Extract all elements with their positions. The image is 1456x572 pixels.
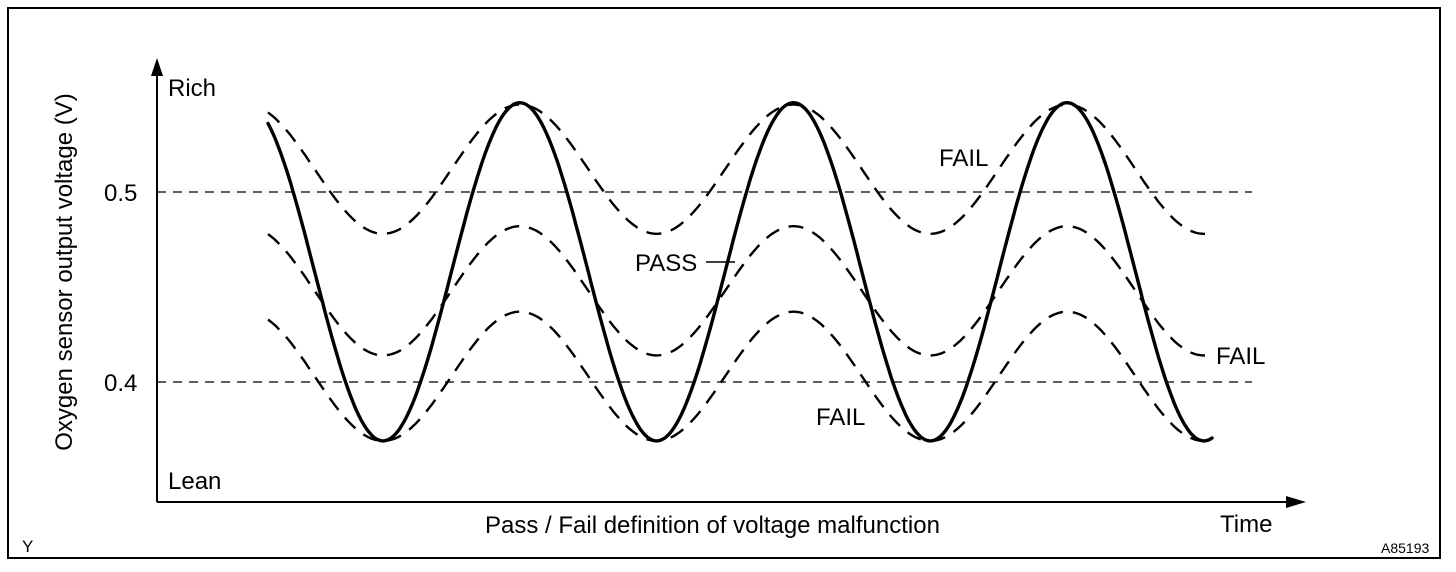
lean-label: Lean bbox=[168, 468, 222, 495]
rich-label: Rich bbox=[168, 75, 217, 102]
fail-label-lower: FAIL bbox=[816, 404, 866, 431]
series-line-0 bbox=[266, 100, 1214, 443]
x-axis-arrow bbox=[1286, 496, 1306, 508]
series-line-1 bbox=[267, 103, 1213, 236]
y-tick-label-0-4: 0.4 bbox=[104, 370, 138, 397]
chart-caption: Pass / Fail definition of voltage malfun… bbox=[485, 512, 940, 539]
y-axis-label: Oxygen sensor output voltage (V) bbox=[51, 93, 78, 451]
figure-id: A85193 bbox=[1381, 540, 1430, 556]
corner-marker: Y bbox=[22, 537, 34, 556]
y-tick-label-0-5: 0.5 bbox=[104, 180, 138, 207]
y-axis-arrow bbox=[151, 58, 163, 76]
fail-label-upper: FAIL bbox=[939, 145, 989, 172]
x-axis-label: Time bbox=[1220, 511, 1273, 538]
pass-label: PASS bbox=[635, 250, 698, 277]
figure-frame bbox=[7, 7, 1441, 559]
fail-label-right: FAIL bbox=[1216, 343, 1266, 370]
series-line-2 bbox=[267, 225, 1213, 357]
series-line-3 bbox=[267, 310, 1213, 443]
